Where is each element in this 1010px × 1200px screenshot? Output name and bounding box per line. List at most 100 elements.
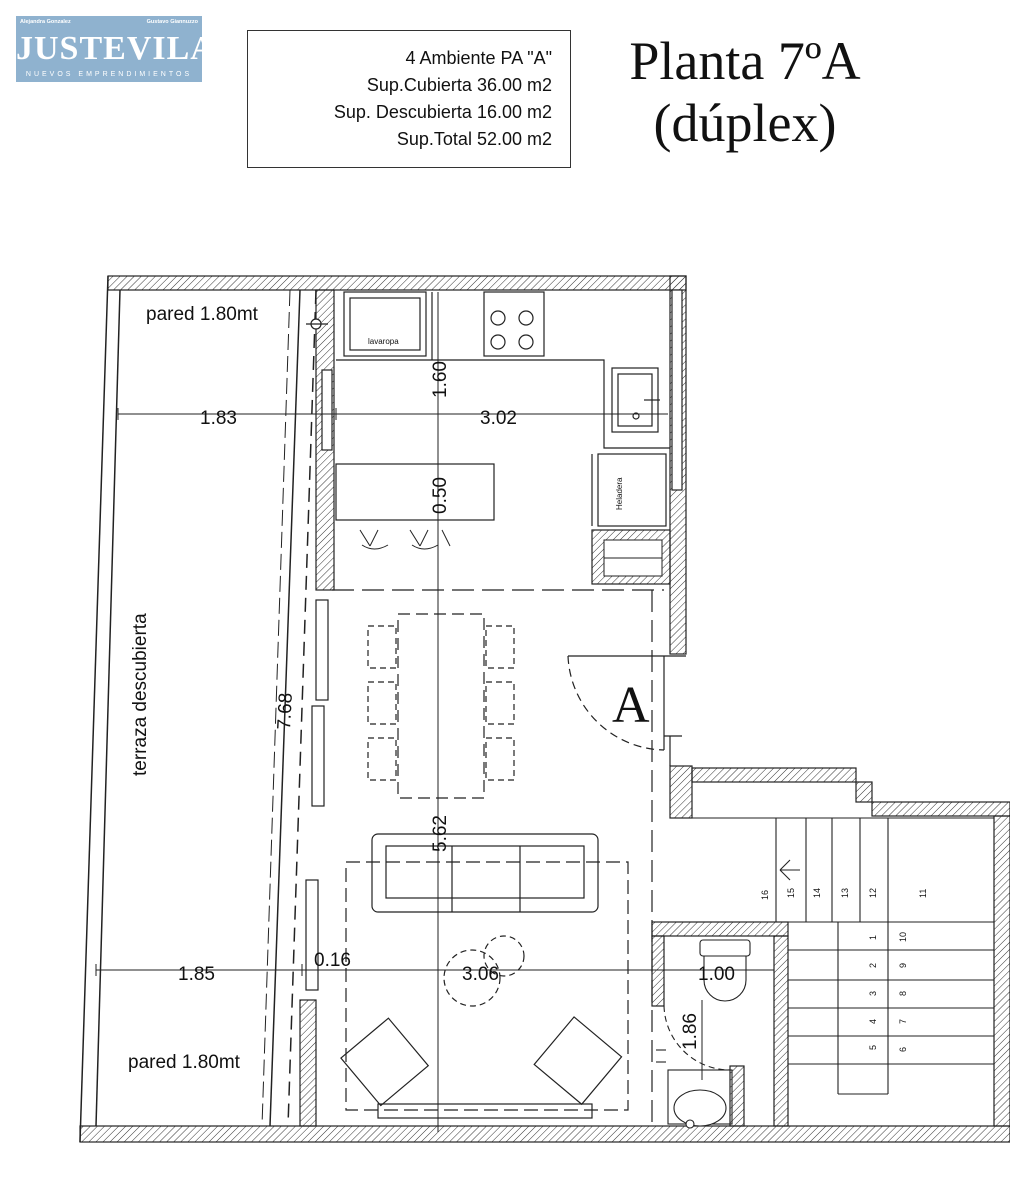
dim-3-06: 3.06 xyxy=(462,964,499,985)
entry-door xyxy=(567,655,686,766)
wall-stair-top xyxy=(871,801,1010,817)
chair-l3 xyxy=(367,737,397,781)
washer-inner xyxy=(349,297,421,351)
label-unit-a: A xyxy=(612,677,650,734)
fridge xyxy=(597,453,667,527)
logo-name-right: Gustavo Giannuzzo xyxy=(146,19,198,25)
stair-step-2: 2 xyxy=(868,963,878,968)
chair-r3 xyxy=(485,737,515,781)
surface-info-box: 4 Ambiente PA "A" Sup.Cubierta 36.00 m2 … xyxy=(247,30,571,168)
logo: Alejandra Gonzalez Gustavo Giannuzzo JUS… xyxy=(16,16,216,82)
wall-bottom xyxy=(79,1125,1010,1143)
terrace xyxy=(79,275,317,1143)
stair-step-15: 15 xyxy=(786,888,796,898)
basin-tap xyxy=(685,1119,695,1129)
wall-landing-left xyxy=(669,765,693,819)
label-pared-top: pared 1.80mt xyxy=(146,304,259,325)
info-line-cubierta: Sup.Cubierta 36.00 m2 xyxy=(366,75,552,95)
armchair-right xyxy=(533,1016,623,1106)
stair-step-11: 11 xyxy=(918,889,928,898)
dim-1-60: 1.60 xyxy=(430,361,451,398)
stair-step-9: 9 xyxy=(898,963,908,968)
wall-bath-inner xyxy=(729,1065,745,1127)
burner-3 xyxy=(490,334,506,350)
wall-top xyxy=(107,275,687,291)
plan-title-line1: Planta 7ºA xyxy=(629,31,861,91)
label-heladera: Heladera xyxy=(615,477,624,510)
info-line-ambiente: 4 Ambiente PA "A" xyxy=(405,48,552,68)
wall-landing-top xyxy=(691,767,857,783)
walls xyxy=(79,275,1010,1143)
stair-step-13: 13 xyxy=(840,888,850,898)
kitchen-island xyxy=(335,463,495,521)
coffee-table-1 xyxy=(443,949,501,1007)
sofa-seat xyxy=(385,845,585,899)
rug xyxy=(345,861,629,1111)
armchair-left xyxy=(340,1017,430,1107)
dim-7-68: 7.68 xyxy=(274,692,297,730)
stair-step-10: 10 xyxy=(898,932,908,942)
dim-0-50: 0.50 xyxy=(430,477,451,514)
window-2 xyxy=(315,599,329,701)
stair-step-16: 16 xyxy=(760,890,770,900)
burner-2 xyxy=(518,310,534,326)
wall-landing-step xyxy=(855,781,873,803)
wall-bath-right xyxy=(773,935,789,1127)
info-line-descubierta: Sup. Descubierta 16.00 m2 xyxy=(333,102,552,122)
info-line-total: Sup.Total 52.00 m2 xyxy=(396,129,552,149)
wall-stair-right xyxy=(993,815,1010,1127)
chair-l2 xyxy=(367,681,397,725)
dim-3-02: 3.02 xyxy=(480,408,517,429)
dining-table xyxy=(397,613,485,799)
plan-title-line2: (dúplex) xyxy=(653,93,837,153)
chair-r2 xyxy=(485,681,515,725)
label-lavaropa: lavaropa xyxy=(368,337,399,346)
label-terraza: terraza descubierta xyxy=(130,613,151,776)
bar-stools xyxy=(359,529,451,550)
window-4 xyxy=(305,879,319,991)
plan-title: Planta 7ºA (dúplex) xyxy=(590,30,900,154)
stair-step-3: 3 xyxy=(868,991,878,996)
toilet-bowl xyxy=(703,955,747,1002)
label-pared-bottom: pared 1.80mt xyxy=(128,1052,241,1073)
wall-bath-top xyxy=(651,921,789,937)
wall-bath-left-upper xyxy=(651,935,665,1007)
chair-r1 xyxy=(485,625,515,669)
windows-divider xyxy=(305,289,683,991)
wall-divider-lower xyxy=(299,999,317,1127)
tv-console xyxy=(377,1103,593,1119)
window-3 xyxy=(311,705,325,807)
stair-step-5: 5 xyxy=(868,1045,878,1050)
stair-step-8: 8 xyxy=(898,991,908,996)
dim-5-62: 5.62 xyxy=(430,815,451,852)
dimension-lines xyxy=(95,289,775,1132)
dim-0-16: 0.16 xyxy=(314,950,351,971)
logo-tagline: NUEVOS EMPRENDIMIENTOS xyxy=(25,71,193,78)
stairs xyxy=(692,817,994,1095)
kitchen xyxy=(306,291,670,527)
dim-1-83: 1.83 xyxy=(200,408,237,429)
stair-step-4: 4 xyxy=(868,1019,878,1024)
toilet-tank xyxy=(699,939,751,957)
window-kitchen xyxy=(671,289,683,491)
stair-step-12: 12 xyxy=(868,888,878,898)
stair-step-1: 1 xyxy=(868,935,878,940)
window-1 xyxy=(321,369,333,451)
burner-1 xyxy=(490,310,506,326)
bathroom xyxy=(656,939,751,1129)
stair-step-6: 6 xyxy=(898,1047,908,1052)
logo-brand: JUSTEVILA xyxy=(16,30,216,67)
chair-l1 xyxy=(367,625,397,669)
dining-area xyxy=(332,589,664,1126)
dim-1-85: 1.85 xyxy=(178,964,215,985)
stair-step-7: 7 xyxy=(898,1019,908,1024)
washbasin xyxy=(673,1089,727,1127)
logo-names: Alejandra Gonzalez Gustavo Giannuzzo xyxy=(20,19,198,25)
sofa xyxy=(371,833,599,913)
coffee-table-2 xyxy=(483,935,525,977)
stair-step-14: 14 xyxy=(812,888,822,898)
logo-name-left: Alejandra Gonzalez xyxy=(20,19,71,25)
burner-4 xyxy=(518,334,534,350)
dim-1-86: 1.86 xyxy=(680,1013,701,1050)
